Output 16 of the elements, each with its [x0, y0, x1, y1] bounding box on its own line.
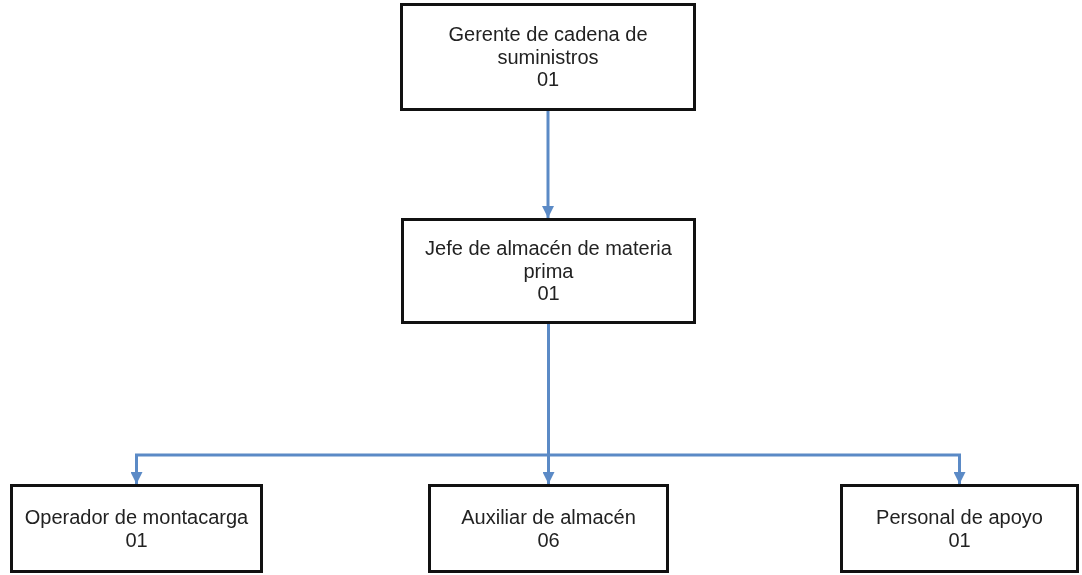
position-box: [400, 3, 696, 111]
position-title: Jefe de almacén de materia prima: [424, 237, 673, 283]
position-box: [840, 484, 1079, 573]
staff-count: 01: [537, 282, 560, 305]
position-box: [10, 484, 263, 573]
position-box: [428, 484, 669, 573]
position-title: Operador de montacarga: [24, 506, 249, 529]
staff-count: 01: [125, 528, 148, 551]
position-title: Auxiliar de almacén: [461, 506, 636, 529]
position-title: Gerente de cadena de suministros: [447, 23, 649, 69]
staff-count: 01: [948, 528, 971, 551]
position-title: Personal de apoyo: [876, 506, 1043, 529]
position-box: [401, 218, 696, 324]
staff-count: 06: [537, 528, 560, 551]
staff-count: 01: [536, 68, 560, 91]
connector-arrow: [542, 111, 554, 218]
